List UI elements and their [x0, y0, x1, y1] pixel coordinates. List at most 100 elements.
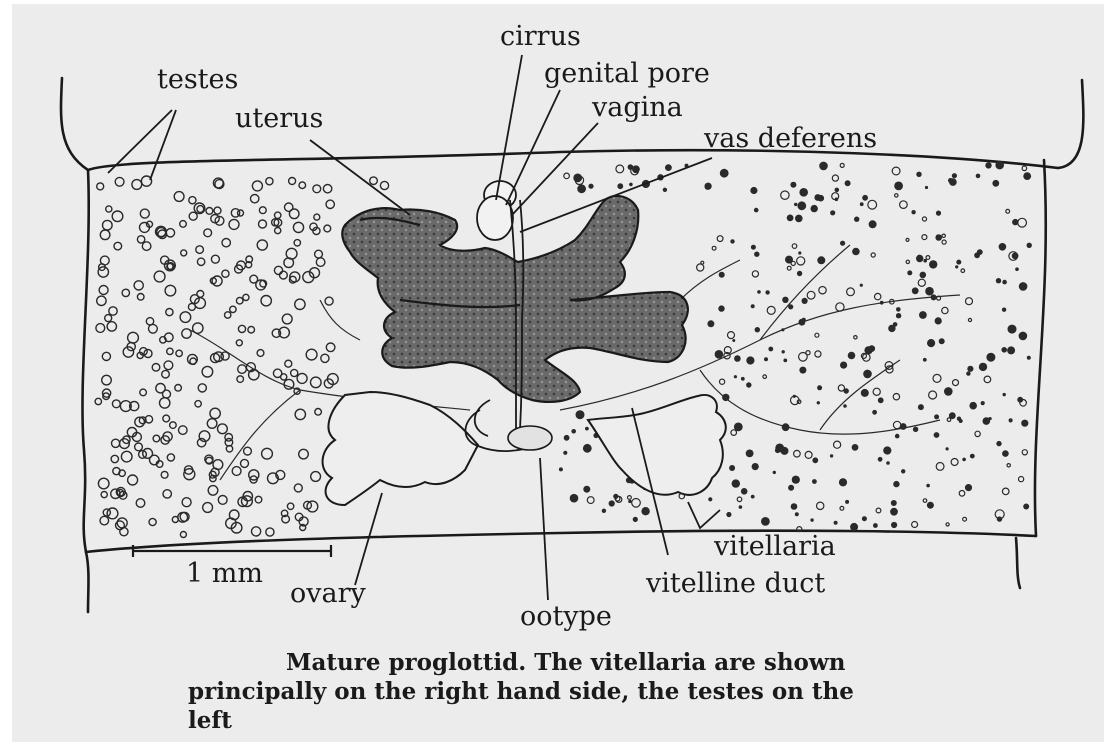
vitellaria-follicle: [967, 366, 973, 372]
testis-follicle: [248, 326, 255, 333]
vitellaria-follicle: [564, 435, 570, 441]
testis-follicle: [182, 329, 191, 338]
vitellaria-follicle: [1007, 464, 1010, 467]
caption-line-1: Mature proglottid. The vitellaria are sh…: [188, 648, 988, 677]
vitellaria-follicle: [942, 307, 948, 313]
vitellaria-follicle: [893, 481, 899, 487]
vitellaria-follicle: [883, 446, 891, 454]
label-ovary: ovary: [290, 580, 366, 607]
figure-caption: Mature proglottid. The vitellaria are sh…: [188, 648, 988, 735]
testis-follicle: [289, 178, 296, 185]
testis-follicle: [208, 486, 218, 496]
vitellaria-follicle: [728, 332, 735, 339]
vitellaria-follicle: [868, 345, 875, 352]
testis-follicle: [163, 490, 171, 498]
testis-follicle: [143, 449, 153, 459]
vitellaria-follicle: [949, 178, 957, 186]
testis-follicle: [232, 467, 241, 476]
testis-follicle: [315, 250, 323, 258]
testis-follicle: [222, 239, 230, 247]
vitellaria-follicle: [1001, 347, 1007, 353]
testis-follicle: [202, 366, 213, 377]
testis-follicle: [154, 271, 165, 282]
vitellaria-follicle: [847, 288, 855, 296]
vitellaria-follicle: [705, 183, 712, 190]
vitellaria-follicle: [981, 401, 985, 405]
vitellaria-follicle: [817, 401, 820, 404]
vitellaria-follicle: [995, 161, 1004, 170]
label-testes: testes: [157, 66, 238, 93]
vitellaria-follicle: [896, 313, 901, 318]
vitellaria-follicle: [609, 500, 615, 506]
testis-follicle: [243, 294, 249, 300]
vitellaria-follicle: [923, 358, 927, 362]
label-uterus: uterus: [235, 105, 323, 132]
vitellaria-follicle: [790, 182, 796, 188]
label-ootype: ootype: [520, 603, 612, 630]
testis-follicle: [251, 195, 259, 203]
vitellaria-follicle: [929, 260, 937, 268]
testis-follicle: [140, 389, 147, 396]
vitellaria-follicle: [628, 496, 632, 500]
vitellaria-follicle: [835, 188, 840, 193]
vitellaria-follicle: [741, 488, 748, 495]
vitellaria-follicle: [795, 512, 799, 516]
vitellaria-follicle: [726, 512, 731, 517]
testis-follicle: [163, 415, 170, 422]
testis-follicle: [370, 177, 378, 185]
vitellaria-follicle: [913, 427, 918, 432]
vitellaria-follicle: [907, 270, 912, 275]
testis-follicle: [230, 306, 236, 312]
testis-follicle: [218, 424, 228, 434]
vitellaria-follicle: [751, 495, 755, 499]
testis-follicle: [112, 400, 120, 408]
vitellaria-follicle: [840, 241, 845, 246]
vitellaria-follicle: [583, 486, 590, 493]
vitellaria-follicle: [961, 269, 965, 273]
testis-follicle: [146, 318, 153, 325]
vitellaria-follicle: [834, 521, 838, 525]
testis-follicle: [211, 255, 219, 263]
vitellaria-follicle: [936, 211, 941, 216]
vitellaria-follicle: [663, 188, 667, 192]
testis-follicle: [252, 527, 261, 536]
testis-follicle: [257, 240, 267, 250]
testis-follicle: [259, 207, 266, 214]
vitellaria-follicle: [805, 451, 812, 458]
vitellaria-follicle: [935, 317, 942, 324]
vitellaria-follicle: [969, 402, 977, 410]
testis-follicle: [128, 332, 139, 343]
vitellaria-follicle: [922, 235, 927, 240]
testis-follicle: [287, 503, 293, 509]
vitellaria-follicle: [751, 245, 756, 250]
vitellaria-follicle: [830, 454, 833, 457]
testis-follicle: [153, 435, 160, 442]
testis-follicle: [252, 181, 262, 191]
vitellaria-follicle: [947, 418, 951, 422]
testis-follicle: [109, 307, 117, 315]
vitellaria-follicle: [934, 432, 940, 438]
vitellaria-follicle: [956, 260, 961, 265]
vitellaria-follicle: [840, 163, 844, 167]
vitellaria-follicle: [734, 375, 737, 378]
vitellaria-follicle: [906, 238, 909, 241]
vitellaria-follicle: [1007, 346, 1015, 354]
vitellaria-follicle: [871, 253, 875, 257]
testis-follicle: [105, 315, 112, 322]
testis-follicle: [152, 364, 160, 372]
testis-follicle: [164, 361, 173, 370]
testis-follicle: [190, 358, 196, 364]
testis-follicle: [257, 350, 264, 357]
vitellaria-follicle: [768, 347, 773, 352]
vitellaria-follicle: [754, 208, 759, 213]
testis-follicle: [306, 349, 317, 360]
vitellaria-follicle: [787, 266, 791, 270]
vitellaria-follicle: [717, 236, 723, 242]
vitellaria-follicle: [739, 505, 743, 509]
testis-follicle: [307, 501, 318, 512]
testis-follicle: [95, 398, 101, 404]
testis-follicle: [181, 250, 187, 256]
vitellaria-follicle: [863, 370, 872, 379]
testis-follicle: [166, 309, 173, 316]
